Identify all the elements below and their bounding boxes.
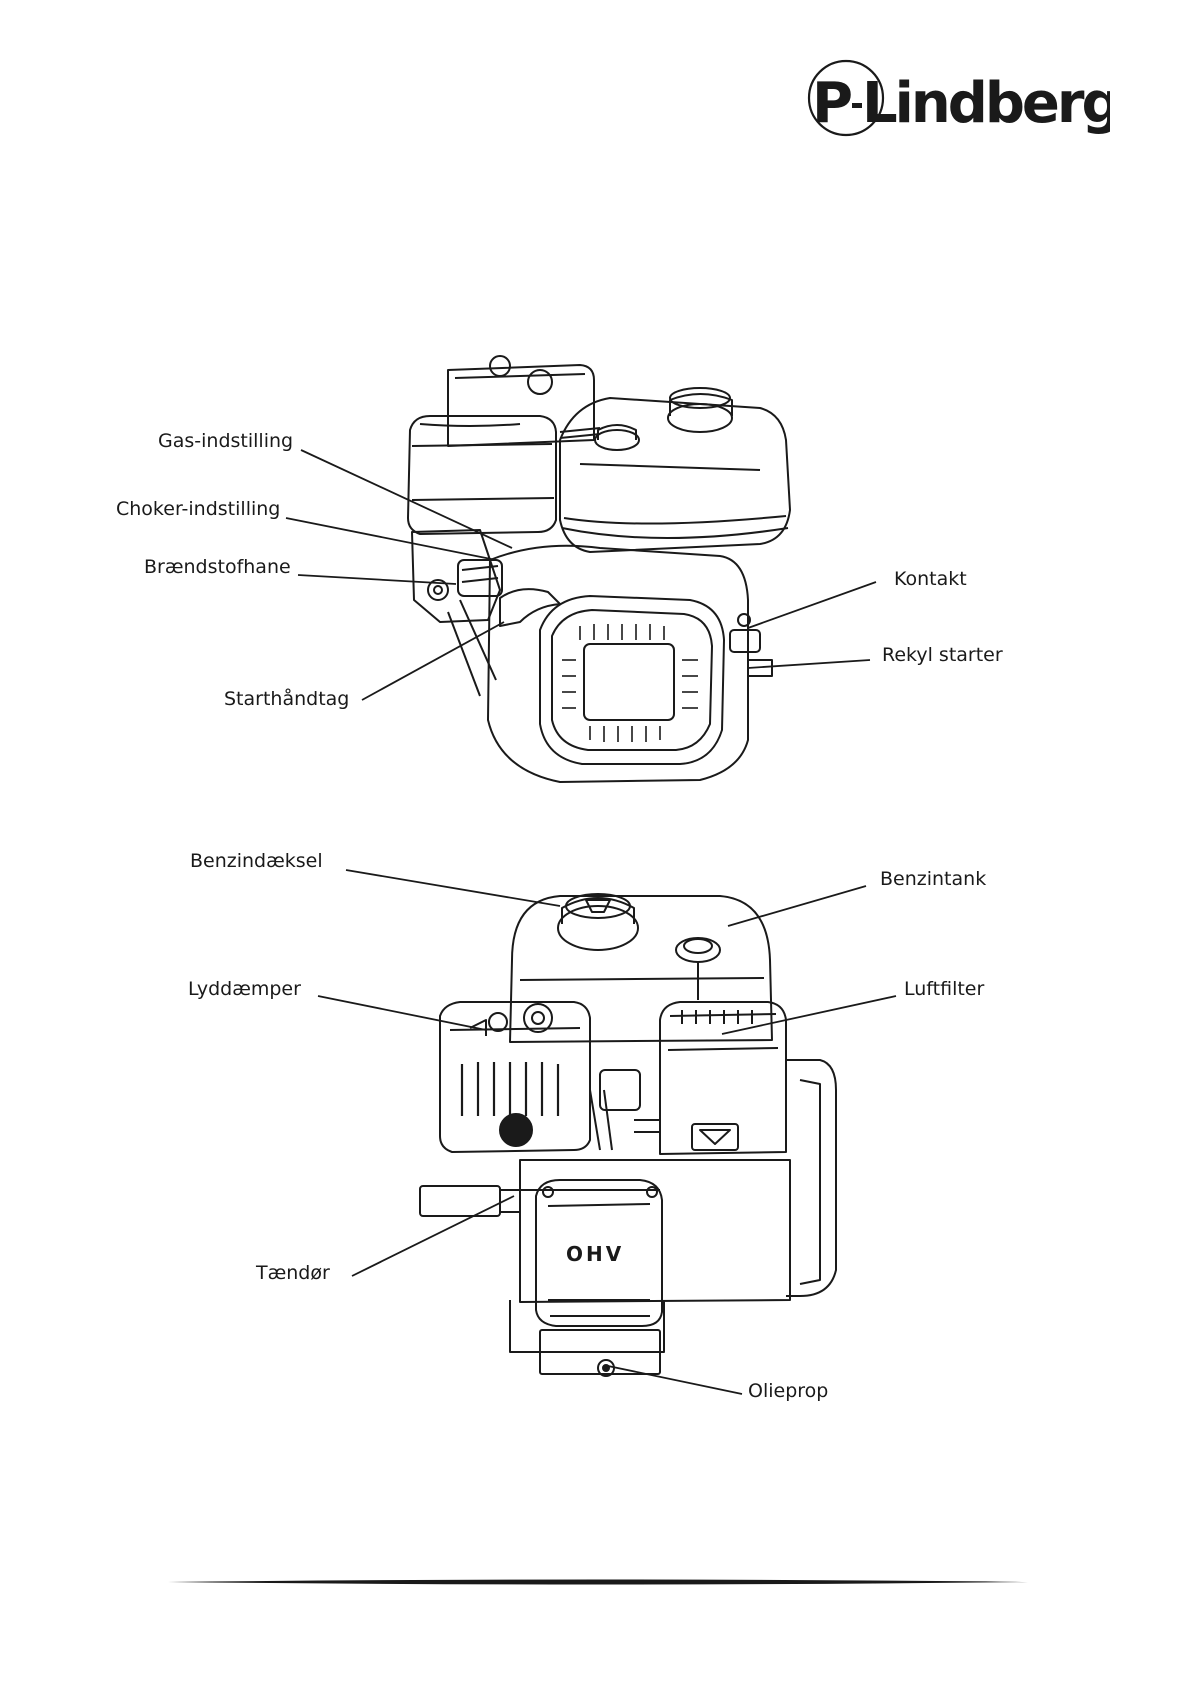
label-choke-setting: Choker-indstilling — [116, 500, 280, 519]
label-switch: Kontakt — [894, 570, 967, 589]
engine-top-view — [420, 894, 836, 1376]
label-spark-plug: Tændør — [256, 1264, 330, 1283]
label-recoil-starter: Rekyl starter — [882, 646, 1003, 665]
label-air-filter: Luftfilter — [904, 980, 984, 999]
label-fuel-tank: Benzintank — [880, 870, 986, 889]
label-gas-setting: Gas-indstilling — [158, 432, 293, 451]
footer-rule — [168, 1578, 1028, 1586]
label-fuel-tap: Brændstofhane — [144, 558, 291, 577]
label-start-handle: Starthåndtag — [224, 690, 349, 709]
label-oil-plug: Olieprop — [748, 1382, 828, 1401]
label-fuel-cap: Benzindæksel — [190, 852, 323, 871]
engine-side-view — [408, 356, 790, 782]
label-muffler: Lyddæmper — [188, 980, 301, 999]
ohv-marking: OHV — [566, 1244, 624, 1264]
